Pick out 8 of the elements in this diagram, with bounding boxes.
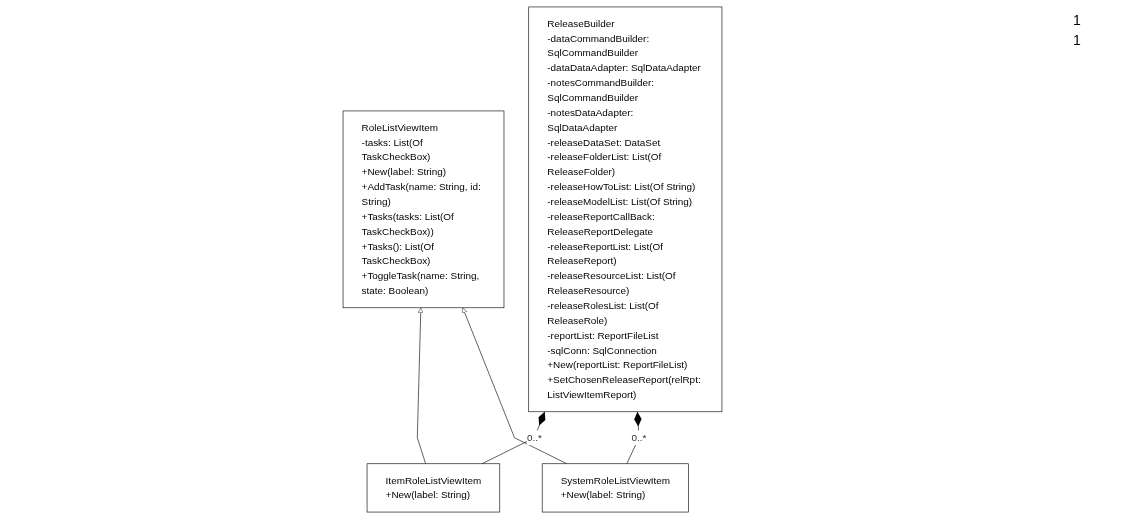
multiplicity-label: 1 — [1073, 32, 1082, 48]
edge-label: 0..* — [526, 432, 542, 443]
node-box: RoleListViewItem -tasks: List(Of TaskCheckBox) +New(label: String) +AddTask(name: String, id: String) +Tasks(tasks: List(Of TaskCheckBox)) +Tasks(): List(Of TaskCheckBox) +ToggleTask(name: String, state: Boolean) — [342, 110, 505, 309]
multiplicity-label: 1 — [1073, 12, 1082, 28]
node-box: ItemRoleListViewItem +New(label: String) — [366, 463, 501, 513]
node-box: SystemRoleListViewItem +New(label: String) — [541, 463, 689, 513]
node-box: ReleaseBuilder -dataCommandBuilder: SqlCommandBuilder -dataDataAdapter: SqlDataAdapter -notesCommandBuilder: SqlCommandBuilder -notesDataAdapter: SqlDataAdapter -releaseDataSet: DataSet -releaseFolderList: List(Of ReleaseFolder) -releaseHowToList: List(Of String) -releaseModelList: List(Of String) -releaseReportCallBack: ReleaseReportDelegate -releaseReportList: List(Of ReleaseReport) -releaseResourceList: List(Of ReleaseResource) -releaseRolesList: List(Of ReleaseRole) -reportList: ReportFileList -sqlConn: SqlConnection +New(reportList: ReportFileList) +SetChosenReleaseReport(relRpt: ListViewItemReport) — [528, 6, 723, 413]
edge-label: 0..* — [631, 432, 647, 443]
